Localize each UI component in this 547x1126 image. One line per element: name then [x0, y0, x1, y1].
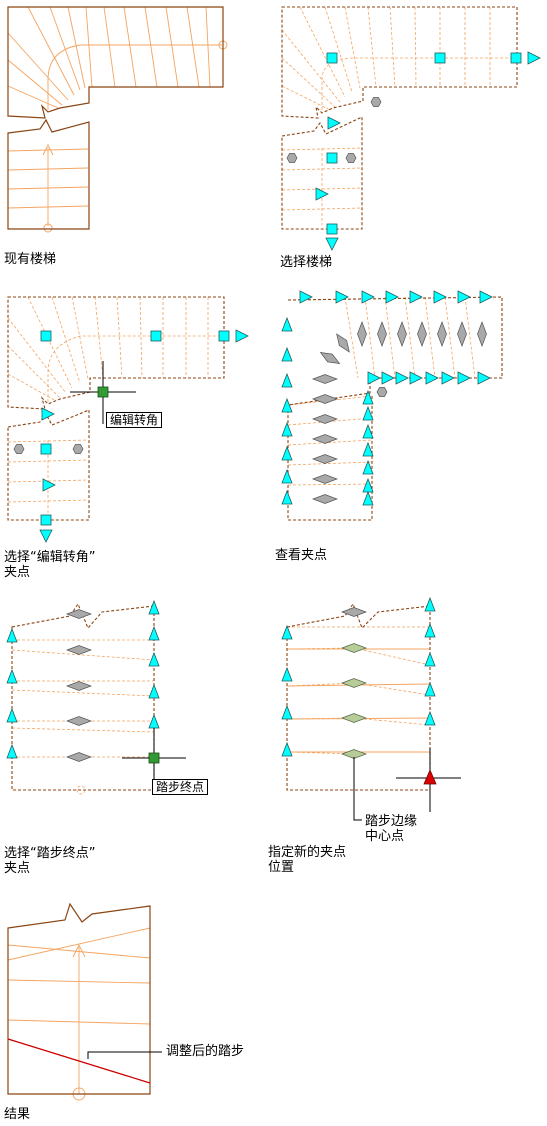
panel-view-grips: [281, 290, 503, 521]
caption-existing-stair: 现有楼梯: [4, 252, 57, 267]
tread-end-grip-active[interactable]: [148, 752, 160, 764]
callout-tread-edge-center-line2: 中心点: [365, 829, 405, 844]
callout-leader: [87, 1051, 162, 1059]
panel-existing-stair: [7, 6, 228, 233]
callout-tread-edge-center: 踏步边缘: [365, 814, 418, 829]
panel-new-grip-location: [281, 597, 461, 821]
tooltip-tread-end: 踏步终点: [152, 779, 209, 795]
caption-specify-new-grip: 指定新的夹点: [268, 845, 347, 860]
panel-edit-corner: [7, 296, 249, 543]
caption-select-stair: 选择楼梯: [280, 255, 333, 270]
caption-result: 结果: [4, 1107, 31, 1122]
caption-specify-new-grip-line2: 位置: [268, 860, 295, 875]
caption-select-tread-end-line2: 夹点: [4, 861, 31, 876]
tooltip-edit-corner: 编辑转角: [106, 412, 163, 428]
panel-result: [7, 902, 162, 1101]
panel-selected-stair: [281, 6, 541, 251]
caption-view-grips: 查看夹点: [275, 548, 328, 563]
callout-leader: [353, 757, 362, 821]
callout-adjusted-tread: 调整后的踏步: [166, 1044, 245, 1059]
caption-select-edit-corner-line2: 夹点: [4, 565, 31, 580]
caption-select-edit-corner: 选择“编辑转角”: [4, 550, 96, 565]
new-grip-location-marker[interactable]: [423, 768, 437, 785]
corner-grip-active[interactable]: [97, 386, 109, 398]
treads: [7, 6, 228, 233]
panel-tread-end-grip: [6, 600, 186, 795]
caption-select-tread-end: 选择“踏步终点”: [4, 846, 96, 861]
adjusted-tread-line: [7, 1038, 151, 1084]
